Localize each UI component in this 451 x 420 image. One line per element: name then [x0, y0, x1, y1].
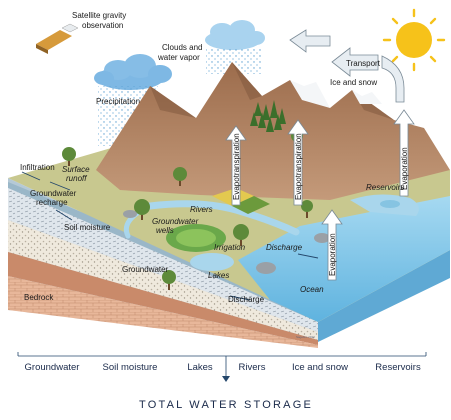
evaporation-label-1: Evaporation — [328, 233, 337, 276]
clouds-label-line2: water vapor — [157, 53, 200, 62]
sun-icon — [382, 8, 446, 72]
storage-component-rivers: Rivers — [239, 362, 266, 373]
infiltration-label: Infiltration — [20, 163, 55, 172]
groundwater-recharge-line1: Groundwater — [30, 189, 77, 198]
discharge-lower-label: Discharge — [228, 295, 265, 304]
precipitation-label: Precipitation — [96, 97, 140, 106]
cloud-icon — [205, 20, 265, 50]
block-right-face — [318, 250, 450, 342]
evaporation-label-2: Evaporation — [400, 147, 409, 190]
satellite-label-line1: Satellite gravity — [72, 11, 126, 20]
groundwater-recharge-line2: recharge — [36, 198, 68, 207]
soil-moisture-label: Soil moisture — [64, 223, 111, 232]
clouds-label-line1: Clouds and — [162, 43, 202, 52]
storage-bracket — [17, 352, 427, 378]
bedrock-label: Bedrock — [24, 293, 54, 302]
water-features — [123, 194, 419, 271]
groundwater-label: Groundwater — [122, 265, 169, 274]
storage-components: Groundwater Soil moisture Lakes Rivers Ice a… — [25, 362, 421, 373]
discharge-upper-label: Discharge — [266, 243, 303, 252]
irrigation-label: Irrigation — [214, 243, 246, 252]
credit-label: Sagebro 2012 — [296, 335, 315, 339]
groundwater-wells-line1: Groundwater — [152, 217, 199, 226]
storage-component-groundwater: Groundwater — [25, 362, 80, 373]
rain-cloud-icon — [94, 54, 172, 90]
storage-component-reservoirs: Reservoirs — [375, 362, 421, 373]
storage-component-soil-moisture: Soil moisture — [103, 362, 158, 373]
total-water-storage-label: TOTAL WATER STORAGE — [139, 399, 313, 411]
surface-runoff-line1: Surface — [62, 165, 90, 174]
satellite-icon — [36, 23, 79, 54]
storage-component-lakes: Lakes — [187, 362, 213, 373]
reservoirs-label: Reservoirs — [366, 183, 404, 192]
ocean-label: Ocean — [300, 285, 324, 294]
storage-component-ice-and-snow: Ice and snow — [292, 362, 348, 373]
rocks — [123, 210, 330, 274]
upward-arrows — [225, 109, 415, 281]
evapotranspiration-label-1: Evapotranspiration — [232, 133, 241, 200]
groundwater-wells-line2: wells — [156, 226, 174, 235]
rivers-label: Rivers — [190, 205, 213, 214]
flow-arrows — [21, 171, 319, 301]
front-face-layers — [8, 178, 318, 348]
ice-snow-label-top: Ice and snow — [330, 78, 377, 87]
satellite-label-line2: observation — [82, 21, 123, 30]
arrow-icon — [289, 29, 405, 103]
surface-runoff-line2: runoff — [66, 174, 87, 183]
lakes-label: Lakes — [208, 271, 229, 280]
down-arrow-icon — [222, 376, 230, 382]
transport-label: Transport — [346, 59, 381, 68]
ocean — [238, 196, 450, 322]
evapotranspiration-label-2: Evapotranspiration — [294, 133, 303, 200]
